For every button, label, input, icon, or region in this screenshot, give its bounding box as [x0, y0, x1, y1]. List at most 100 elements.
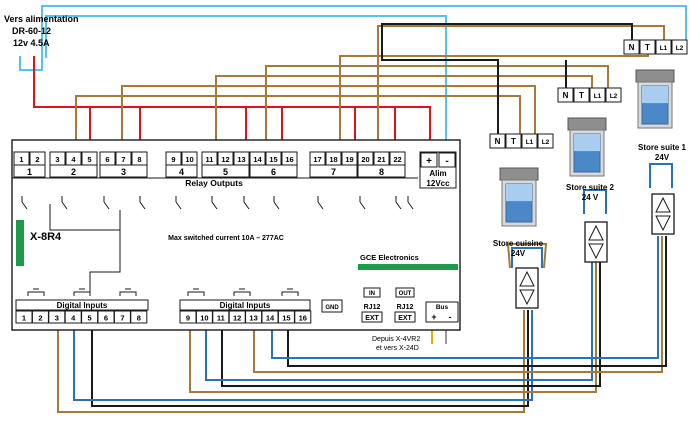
relay-group-label: 8	[379, 167, 384, 177]
relay-contact-symbol	[175, 196, 182, 210]
switch-up-arrow	[519, 270, 535, 287]
store-terminal	[671, 39, 688, 55]
ext-out: EXT	[398, 315, 412, 322]
relay-terminal-label: 4	[71, 155, 76, 164]
wire-brown-1	[75, 95, 521, 158]
store-terminal-label: T	[645, 43, 650, 52]
wire-brown-6	[377, 25, 665, 158]
switch-up-arrow	[655, 196, 671, 213]
relay-group-label: 6	[271, 167, 276, 177]
relay-terminal-label: 21	[377, 155, 385, 164]
relay-terminal-label: 2	[35, 155, 39, 164]
switch-down-arrow	[655, 215, 671, 232]
relay-contact-symbol	[61, 196, 68, 210]
relay-terminal-label: 12	[221, 155, 229, 164]
input-button-symbol	[27, 288, 45, 296]
wire-loop-a2	[506, 243, 548, 269]
store-terminal	[537, 133, 554, 149]
store-terminal-label: L2	[542, 139, 550, 146]
alim-minus: -	[445, 156, 448, 167]
di-left-title: Digital Inputs	[57, 301, 108, 310]
store-terminal	[655, 39, 672, 55]
in-box	[363, 287, 381, 298]
store-voltage: 24V	[511, 249, 526, 258]
switch-suite-2	[584, 221, 608, 263]
input-terminal-label: 5	[88, 314, 92, 323]
max-current: Max switched current 10A – 277AC	[168, 235, 284, 242]
wire-loop-c	[649, 163, 673, 188]
input-button-symbol	[281, 288, 299, 296]
switch-plate	[651, 193, 675, 235]
wire-loop-b	[583, 189, 607, 214]
relay-group-label: 3	[121, 167, 126, 177]
input-terminal-label: 14	[266, 314, 275, 323]
relay-terminal-label: 1	[19, 155, 23, 164]
store-suite-2-image	[567, 117, 607, 177]
input-button-symbol	[119, 288, 137, 296]
wire-power-red	[33, 56, 431, 158]
relay-group-label: 1	[27, 167, 32, 177]
relay-group	[357, 164, 406, 178]
wire-black-n1	[381, 23, 633, 134]
shutter-box	[567, 117, 607, 131]
switch-plate	[515, 267, 539, 309]
relay-contact-symbol	[103, 196, 110, 210]
di-left-title-box	[15, 299, 149, 311]
relay-terminal-label: 20	[361, 155, 369, 164]
relay-terminal-label: 15	[269, 155, 277, 164]
wire-sw-brown-c	[253, 236, 663, 373]
switch-plate	[584, 221, 608, 263]
store-terminal-label: N	[629, 43, 635, 52]
brand-name: GCE Electronics	[360, 253, 419, 262]
relay-terminal-label: 9	[171, 155, 175, 164]
input-terminal-label: 9	[186, 314, 190, 323]
relay-terminal-label: 6	[105, 155, 109, 164]
bus-minus: -	[449, 312, 452, 322]
in-label: IN	[369, 291, 375, 297]
switch-suite-1	[651, 193, 675, 235]
input-terminal-label: 15	[282, 314, 290, 323]
ext-in-box	[361, 311, 383, 323]
store-terminal-label: T	[579, 91, 584, 100]
relay-terminal-label: 17	[313, 155, 321, 164]
input-terminal-label: 12	[233, 314, 241, 323]
relay-group-label: 5	[223, 167, 228, 177]
relay-terminal-label: 13	[237, 155, 245, 164]
relay-terminal-label: 16	[285, 155, 293, 164]
input-button-symbol	[73, 288, 91, 296]
store-terminal	[639, 39, 656, 55]
switch-down-arrow	[588, 243, 604, 260]
store-cuisine-image	[499, 167, 539, 227]
input-terminal-label: 2	[38, 314, 42, 323]
window-shutter-slats	[506, 184, 532, 202]
input-terminal-label: 13	[249, 314, 257, 323]
relay-terminal-label: 10	[185, 155, 193, 164]
relay-contact-symbol	[273, 196, 280, 210]
wire-sw-black-c	[287, 236, 667, 367]
wire-sw-brown-b	[189, 262, 597, 393]
module-name: X-8R4	[30, 231, 62, 243]
ext-in: EXT	[365, 315, 379, 322]
bus-box	[425, 301, 459, 323]
store-name: Store cuisine	[493, 239, 544, 248]
store-terminal-label: L1	[660, 45, 668, 52]
bus-plus: +	[431, 312, 436, 322]
store-name: Store suite 2	[566, 183, 615, 192]
store-terminal	[521, 133, 538, 149]
relay-contact-symbol	[21, 196, 28, 210]
relay-terminal-label: 3	[55, 155, 59, 164]
gnd-label: GND	[325, 305, 339, 311]
alim-plus: +	[426, 156, 432, 167]
store-terminal	[589, 87, 606, 103]
relay-contact-symbol	[139, 196, 146, 210]
store-voltage: 24V	[655, 153, 670, 162]
relay-group	[99, 164, 148, 178]
input-terminal-label: 7	[120, 314, 124, 323]
relay-group	[49, 164, 98, 178]
store-name: Store suite 1	[638, 143, 687, 152]
